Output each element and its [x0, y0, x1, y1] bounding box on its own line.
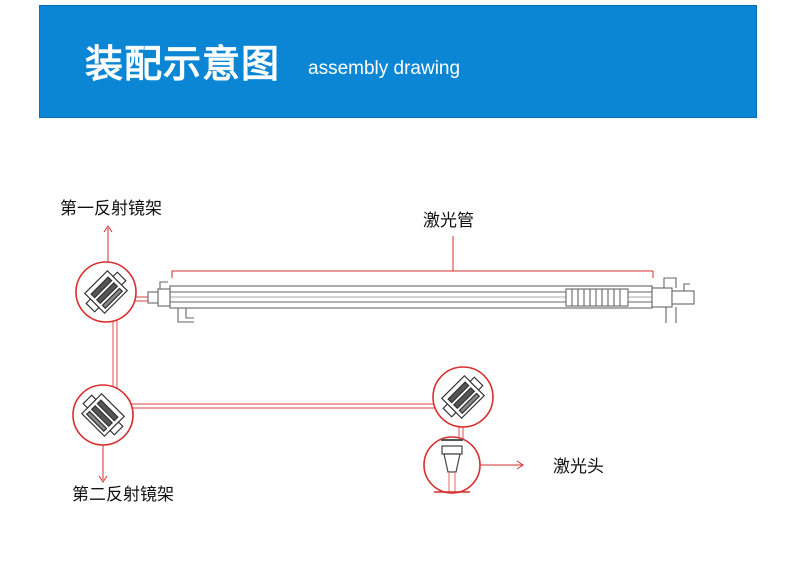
first-mirror-mount [75, 261, 137, 323]
laser-tube-coil [565, 288, 629, 307]
label-first-mirror-mount: 第一反射镜架 [60, 199, 162, 219]
laser-tube-dimension-bracket [171, 236, 654, 278]
second-mirror-mount [72, 384, 134, 446]
laser-tube [147, 277, 695, 323]
arrow-down-icon [98, 475, 108, 483]
page-title: 装配示意图 [85, 42, 281, 86]
page-subtitle: assembly drawing [308, 58, 461, 79]
arrow-right-icon [516, 460, 524, 470]
label-second-mirror-mount: 第二反射镜架 [72, 485, 174, 505]
laser-beam-path [112, 296, 464, 458]
label-laser-tube: 激光管 [423, 211, 474, 231]
header-banner: 装配示意图 assembly drawing [39, 5, 757, 118]
laser-head [423, 436, 481, 494]
label-laser-head: 激光头 [553, 457, 604, 477]
third-mirror-mount [432, 366, 494, 428]
arrow-up-icon [103, 225, 113, 233]
